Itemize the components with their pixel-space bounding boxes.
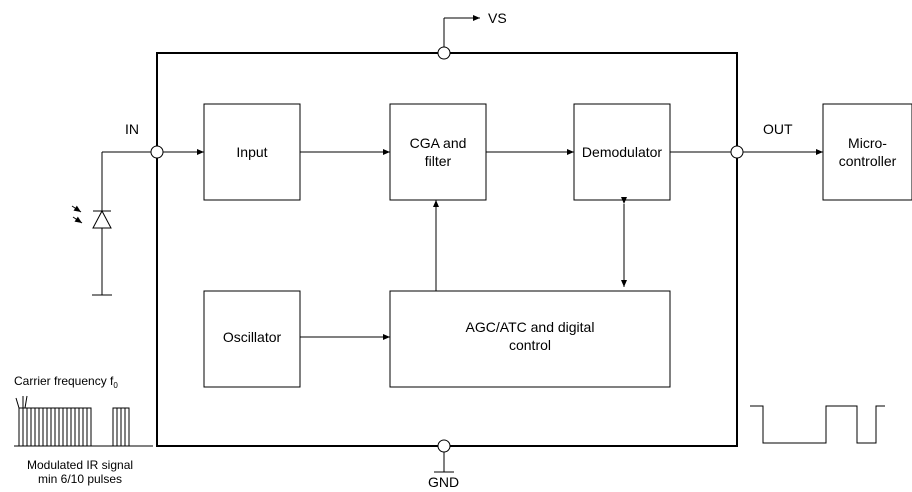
vs-label: VS — [488, 10, 507, 26]
gnd-pin — [437, 439, 451, 453]
gnd-label: GND — [428, 474, 460, 490]
in-label: IN — [125, 121, 139, 137]
agc-atc-block — [389, 290, 671, 388]
agc-label-line2: control — [508, 337, 552, 353]
carrier-frequency-text: Carrier frequency f — [14, 374, 114, 388]
agc-label: AGC/ATC and digital control — [390, 318, 670, 354]
micro-label-line2: controller — [838, 153, 897, 169]
carrier-frequency-subscript: 0 — [113, 381, 118, 390]
vs-pin — [437, 46, 451, 60]
cga-label-line1: CGA and — [409, 135, 467, 151]
cga-label-line2: filter — [424, 153, 452, 169]
out-pin — [730, 145, 744, 159]
oscillator-block — [203, 290, 301, 388]
modulated-ir-signal — [14, 395, 153, 447]
output-waveform — [750, 405, 885, 444]
in-pin — [150, 145, 164, 159]
photodiode-icon — [71, 151, 151, 296]
agc-label-line1: AGC/ATC and digital — [465, 319, 595, 335]
carrier-frequency-label: Carrier frequency f0 — [14, 374, 118, 393]
ir-signal-caption: Modulated IR signal min 6/10 pulses — [5, 458, 155, 486]
input-block — [203, 103, 301, 201]
cga-filter-block — [389, 103, 487, 201]
micro-label-line1: Micro- — [848, 135, 887, 151]
oscillator-label: Oscillator — [222, 329, 282, 345]
microcontroller-label: Micro- controller — [823, 134, 912, 170]
cga-label: CGA and filter — [390, 134, 486, 170]
demodulator-label: Demodulator — [581, 144, 663, 160]
ir-signal-caption-line1: Modulated IR signal — [26, 458, 134, 472]
out-label: OUT — [763, 121, 793, 137]
input-label: Input — [236, 144, 268, 160]
ir-signal-caption-line2: min 6/10 pulses — [37, 472, 123, 486]
